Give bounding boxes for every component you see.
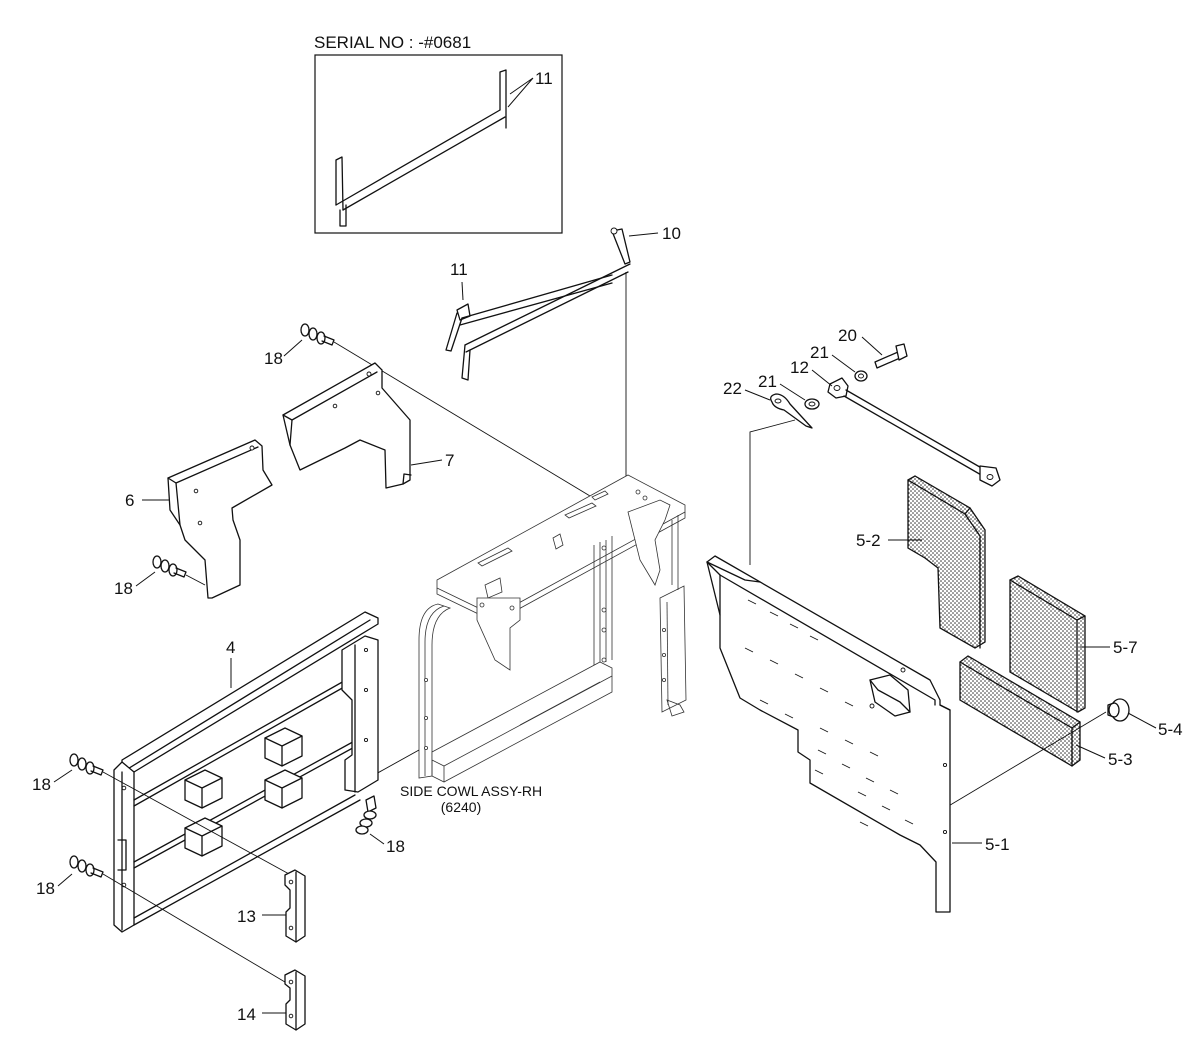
callout-6: 6	[125, 491, 134, 510]
callout-12: 12	[790, 358, 809, 377]
foam-pad-5-2	[907, 475, 986, 649]
callout-5-7: 5-7	[1113, 638, 1138, 657]
pin-20	[874, 343, 908, 369]
foam-pad-5-7	[1009, 575, 1086, 713]
serial-number-title: SERIAL NO : -#0681	[314, 33, 471, 52]
bracket-7	[282, 362, 412, 489]
leader-20	[861, 336, 883, 356]
callout-inset-11: 11	[535, 69, 553, 88]
bracket-6	[167, 439, 273, 599]
leader-18-top	[283, 339, 303, 357]
support-rod-11	[445, 274, 613, 352]
serial-inset-box	[314, 54, 563, 234]
callout-11: 11	[450, 260, 468, 279]
bolt-18-left1-axis	[102, 771, 301, 881]
bolt-18-mid	[152, 555, 187, 578]
callout-5-4: 5-4	[1158, 720, 1183, 739]
callout-14: 14	[237, 1005, 256, 1024]
callout-4: 4	[226, 638, 235, 657]
callout-18-left1: 18	[32, 775, 51, 794]
leader-18-left1	[53, 769, 73, 783]
callout-7: 7	[445, 451, 454, 470]
clip-pin-22	[749, 393, 813, 565]
leader-22	[744, 389, 771, 401]
leader-21-a	[831, 354, 856, 373]
callout-18-top: 18	[264, 349, 283, 368]
washer-21-a	[854, 370, 868, 382]
bolt-18-left-lower	[69, 855, 104, 878]
callout-21-b: 21	[758, 372, 777, 391]
callout-21-a: 21	[810, 343, 829, 362]
leader-10	[628, 232, 659, 237]
panel-louvers	[744, 599, 914, 827]
callout-5-2: 5-2	[856, 531, 881, 550]
bolt-18-mid-axis	[185, 574, 206, 586]
callout-18-left2: 18	[36, 879, 55, 898]
leader-18-center	[369, 833, 385, 845]
callout-18-mid: 18	[114, 579, 133, 598]
leader-18-left2	[57, 873, 73, 887]
callout-5-1: 5-1	[985, 835, 1010, 854]
callout-10: 10	[662, 224, 681, 243]
leader-7	[410, 459, 443, 466]
callout-18-center: 18	[386, 837, 405, 856]
leader-5-4	[1127, 712, 1157, 729]
callout-20: 20	[838, 326, 857, 345]
leader-11	[461, 281, 464, 301]
washer-21-b	[804, 398, 820, 410]
leader-12	[811, 369, 833, 387]
stay-rod-12	[827, 377, 1001, 487]
bolt-18-center	[355, 795, 377, 835]
bolt-18-top	[300, 323, 335, 346]
foam-pad-5-3	[959, 655, 1081, 767]
leader-21-b	[779, 383, 806, 401]
callout-13: 13	[237, 907, 256, 926]
leader-18-mid	[135, 571, 156, 587]
leader-inset-11	[507, 77, 534, 108]
side-cowl-assy-label: SIDE COWL ASSY-RH	[400, 783, 542, 799]
side-cowl-frame	[418, 474, 687, 783]
side-cover-4	[113, 611, 379, 933]
side-cowl-assy-code: (6240)	[441, 799, 481, 815]
bolt-18-left-upper	[69, 753, 104, 776]
bracket-13	[284, 869, 306, 943]
rubber-cap-5-4	[1107, 698, 1130, 722]
callout-5-3: 5-3	[1108, 750, 1133, 769]
bracket-14	[284, 969, 306, 1031]
side-panel-5-1	[706, 555, 951, 913]
bolt-18-left2-axis	[102, 873, 291, 986]
callout-22: 22	[723, 379, 742, 398]
inset-rod-11	[335, 69, 507, 227]
leader-5-3	[1075, 744, 1106, 759]
